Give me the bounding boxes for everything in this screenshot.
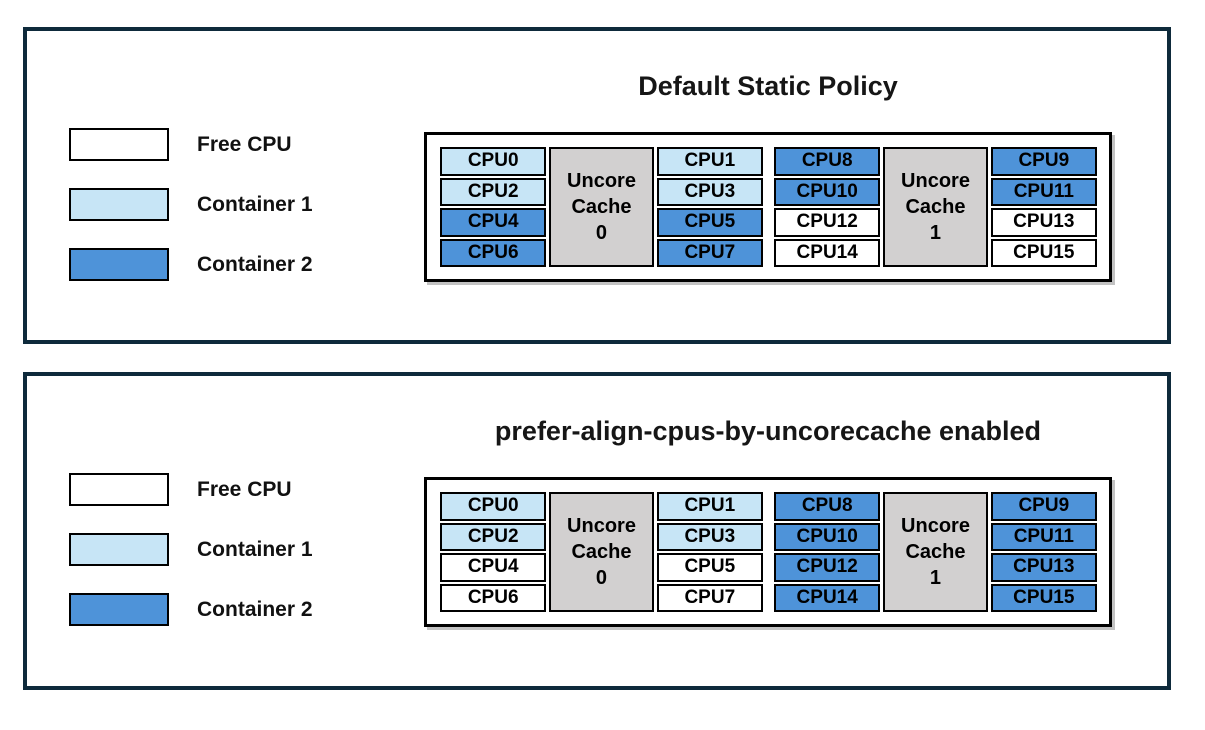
legend-swatch-free: [69, 473, 169, 506]
legend-label: Container 1: [197, 192, 313, 216]
legend: Free CPU Container 1 Container 2: [69, 473, 313, 626]
uncore-group-0: CPU0 CPU2 CPU4 CPU6 Uncore Cache 0 CPU1 …: [440, 492, 763, 612]
cpu-column-left: CPU8 CPU10 CPU12 CPU14: [774, 147, 881, 267]
legend-swatch-container-1: [69, 533, 169, 566]
uncore-cache-block-1: Uncore Cache 1: [883, 147, 988, 267]
legend: Free CPU Container 1 Container 2: [69, 128, 313, 281]
cpu-column-right: CPU1 CPU3 CPU5 CPU7: [656, 147, 763, 267]
legend-item-container-1: Container 1: [69, 533, 313, 566]
uncore-cache-line: Cache: [905, 541, 966, 563]
cpu-cell: CPU4: [440, 553, 547, 582]
cpu-cell: CPU2: [440, 177, 547, 206]
cpu-cell: CPU8: [774, 147, 881, 176]
cpu-cell: CPU13: [990, 208, 1097, 237]
cpu-cell: CPU1: [656, 492, 763, 521]
cpu-cell: CPU2: [440, 522, 547, 551]
cpu-cell: CPU15: [990, 583, 1097, 612]
cpu-diagram: CPU0 CPU2 CPU4 CPU6 Uncore Cache 0 CPU1 …: [424, 477, 1112, 627]
uncore-cache-block-0: Uncore Cache 0: [549, 492, 654, 612]
cpu-column-left: CPU0 CPU2 CPU4 CPU6: [440, 492, 547, 612]
legend-swatch-container-1: [69, 188, 169, 221]
uncore-cache-block-1: Uncore Cache 1: [883, 492, 988, 612]
cpu-cell: CPU5: [656, 553, 763, 582]
cpu-cell: CPU12: [774, 208, 881, 237]
cpu-cell: CPU3: [656, 522, 763, 551]
uncore-cache-line: 1: [929, 567, 942, 589]
cpu-cell: CPU13: [990, 553, 1097, 582]
cpu-cell: CPU5: [656, 208, 763, 237]
cpu-column-right: CPU1 CPU3 CPU5 CPU7: [656, 492, 763, 612]
cpu-cell: CPU6: [440, 583, 547, 612]
cpu-cell: CPU11: [990, 177, 1097, 206]
uncore-cache-line: Uncore: [567, 170, 636, 192]
cpu-cell: CPU0: [440, 492, 547, 521]
panel-prefer-align-cpus-by-uncorecache: prefer-align-cpus-by-uncorecache enabled…: [23, 372, 1171, 690]
cpu-cell: CPU9: [990, 147, 1097, 176]
cpu-cell: CPU10: [774, 522, 881, 551]
legend-item-container-2: Container 2: [69, 248, 313, 281]
legend-label: Container 1: [197, 537, 313, 561]
legend-label: Free CPU: [197, 132, 292, 156]
uncore-cache-line: Cache: [571, 196, 632, 218]
uncore-cache-line: 0: [595, 567, 608, 589]
uncore-group-1: CPU8 CPU10 CPU12 CPU14 Uncore Cache 1 CP…: [774, 147, 1097, 267]
panel-default-static-policy: Default Static Policy Free CPU Container…: [23, 27, 1171, 344]
cpu-cell: CPU15: [990, 238, 1097, 267]
legend-label: Container 2: [197, 252, 313, 276]
cpu-cell: CPU7: [656, 583, 763, 612]
uncore-group-1: CPU8 CPU10 CPU12 CPU14 Uncore Cache 1 CP…: [774, 492, 1097, 612]
cpu-column-right: CPU9 CPU11 CPU13 CPU15: [990, 147, 1097, 267]
cpu-cell: CPU14: [774, 238, 881, 267]
uncore-cache-line: 0: [595, 222, 608, 244]
cpu-cell: CPU1: [656, 147, 763, 176]
uncore-cache-line: Uncore: [901, 170, 970, 192]
cpu-cell: CPU10: [774, 177, 881, 206]
cpu-column-right: CPU9 CPU11 CPU13 CPU15: [990, 492, 1097, 612]
legend-label: Container 2: [197, 597, 313, 621]
panel-title: Default Static Policy: [638, 71, 898, 101]
cpu-column-left: CPU8 CPU10 CPU12 CPU14: [774, 492, 881, 612]
cpu-cell: CPU8: [774, 492, 881, 521]
panel-title: prefer-align-cpus-by-uncorecache enabled: [494, 416, 1042, 446]
cpu-cell: CPU0: [440, 147, 547, 176]
uncore-cache-line: 1: [929, 222, 942, 244]
cpu-cell: CPU6: [440, 238, 547, 267]
legend-item-free-cpu: Free CPU: [69, 128, 313, 161]
cpu-cell: CPU9: [990, 492, 1097, 521]
legend-swatch-container-2: [69, 248, 169, 281]
cpu-cell: CPU7: [656, 238, 763, 267]
uncore-cache-line: Cache: [571, 541, 632, 563]
uncore-cache-line: Uncore: [901, 515, 970, 537]
cpu-cell: CPU12: [774, 553, 881, 582]
cpu-cell: CPU4: [440, 208, 547, 237]
cpu-diagram: CPU0 CPU2 CPU4 CPU6 Uncore Cache 0 CPU1 …: [424, 132, 1112, 282]
cpu-cell: CPU14: [774, 583, 881, 612]
uncore-cache-block-0: Uncore Cache 0: [549, 147, 654, 267]
cpu-cell: CPU3: [656, 177, 763, 206]
cpu-cell: CPU11: [990, 522, 1097, 551]
cpu-column-left: CPU0 CPU2 CPU4 CPU6: [440, 147, 547, 267]
uncore-cache-line: Cache: [905, 196, 966, 218]
legend-item-container-1: Container 1: [69, 188, 313, 221]
legend-swatch-free: [69, 128, 169, 161]
legend-item-free-cpu: Free CPU: [69, 473, 313, 506]
uncore-group-0: CPU0 CPU2 CPU4 CPU6 Uncore Cache 0 CPU1 …: [440, 147, 763, 267]
legend-item-container-2: Container 2: [69, 593, 313, 626]
legend-label: Free CPU: [197, 477, 292, 501]
legend-swatch-container-2: [69, 593, 169, 626]
uncore-cache-line: Uncore: [567, 515, 636, 537]
